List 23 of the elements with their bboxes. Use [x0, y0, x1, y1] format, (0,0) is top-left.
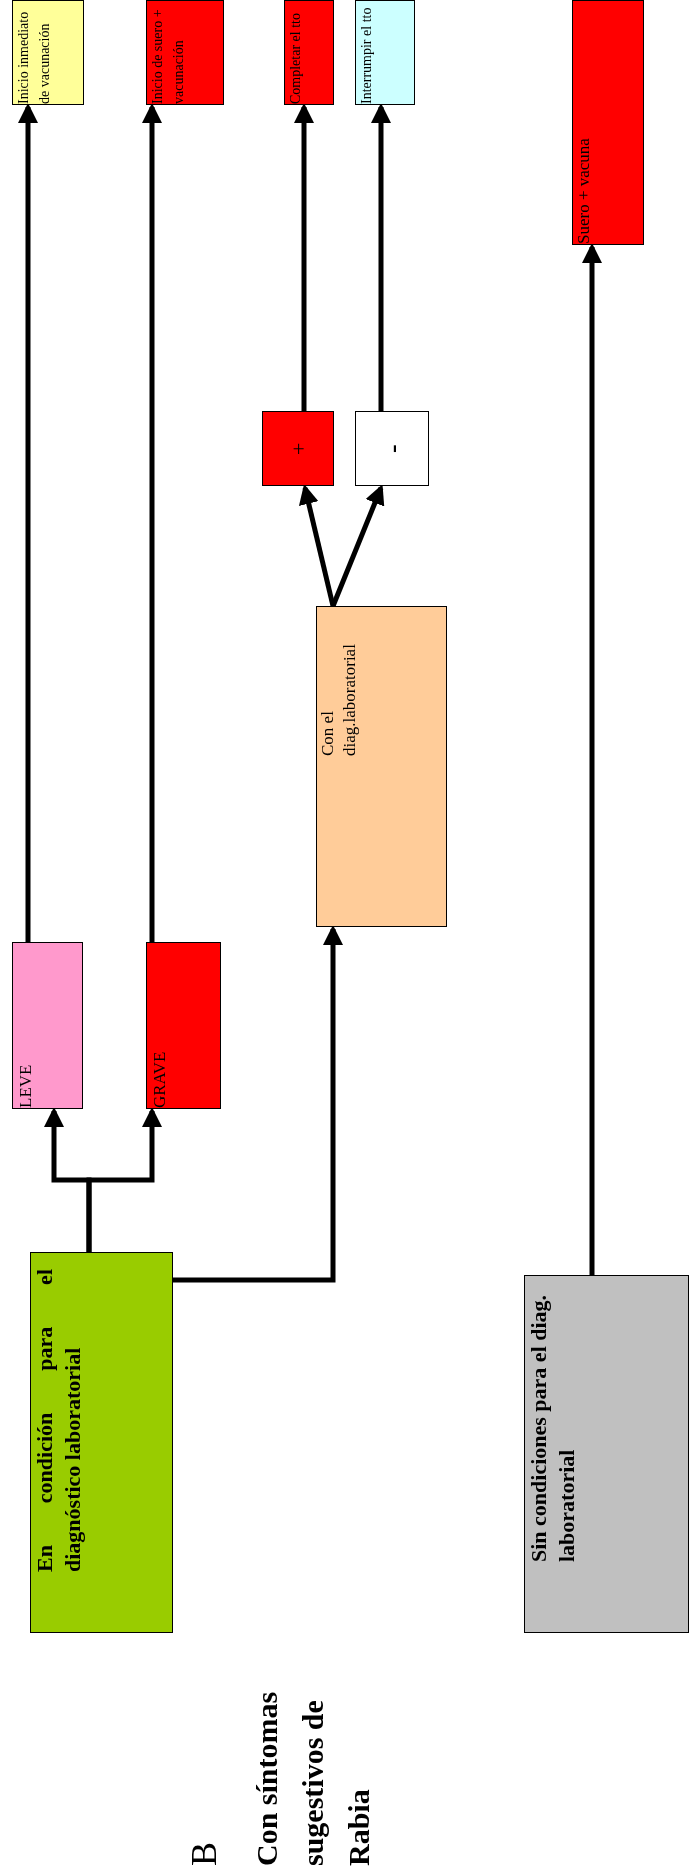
- process-box: -: [355, 411, 429, 486]
- arrow: [582, 243, 602, 1275]
- process-box: Inicio inmediato de vacunación: [12, 0, 84, 105]
- process-box: Inicio de suero + vacunación: [146, 0, 224, 105]
- arrow: [371, 103, 391, 411]
- arrow: [173, 925, 343, 1283]
- arrow: [18, 103, 38, 942]
- section-letter: B: [183, 1841, 225, 1866]
- process-box: Sin condiciones para el diag. laboratorial: [524, 1275, 689, 1633]
- arrow: [294, 103, 314, 411]
- arrow: [298, 484, 336, 607]
- process-box: +: [262, 411, 334, 486]
- arrow: [330, 484, 385, 607]
- process-box: LEVE: [12, 942, 83, 1109]
- arrow: [86, 1107, 162, 1252]
- process-box: En condición para el diagnóstico laboratorial: [30, 1252, 173, 1633]
- heading: Con síntomas sugestivos de Rabia: [249, 1690, 376, 1866]
- process-box: Interrumpir el tto: [355, 0, 415, 105]
- process-box: Completar el tto: [284, 0, 334, 105]
- process-box: Con el diag.laboratorial: [316, 606, 447, 927]
- arrow: [142, 103, 162, 942]
- process-box: GRAVE: [146, 942, 221, 1109]
- process-box: Suero + vacuna: [572, 0, 644, 245]
